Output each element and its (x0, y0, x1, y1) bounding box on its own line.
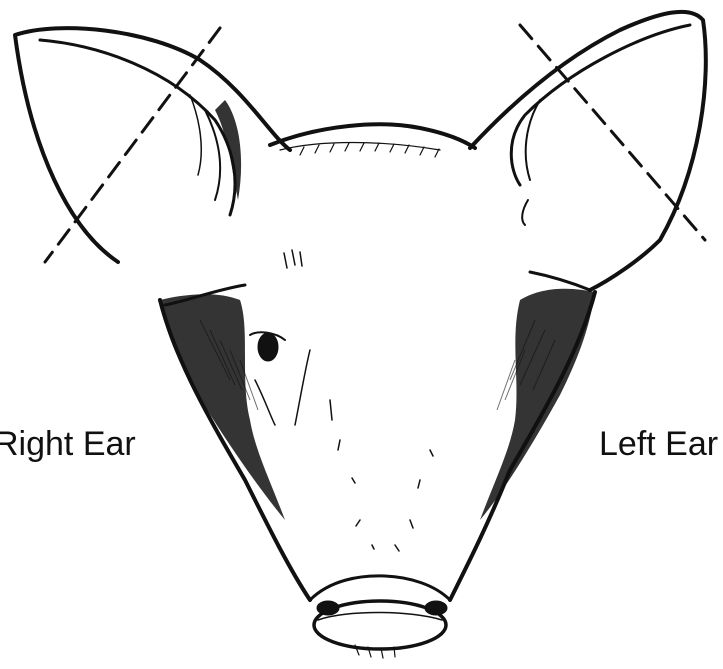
right-cheek-shading (160, 294, 285, 520)
right-ear-label: Right Ear (0, 424, 136, 464)
left-ear-cut-line (520, 25, 705, 240)
left-ear-label: Left Ear (599, 424, 718, 464)
snout-outline (310, 576, 450, 600)
right-ear-outline (15, 28, 290, 262)
right-eye (258, 333, 278, 361)
left-ear-outline (470, 12, 706, 290)
left-cheek-shading (480, 289, 595, 520)
forehead-outline (270, 124, 475, 148)
